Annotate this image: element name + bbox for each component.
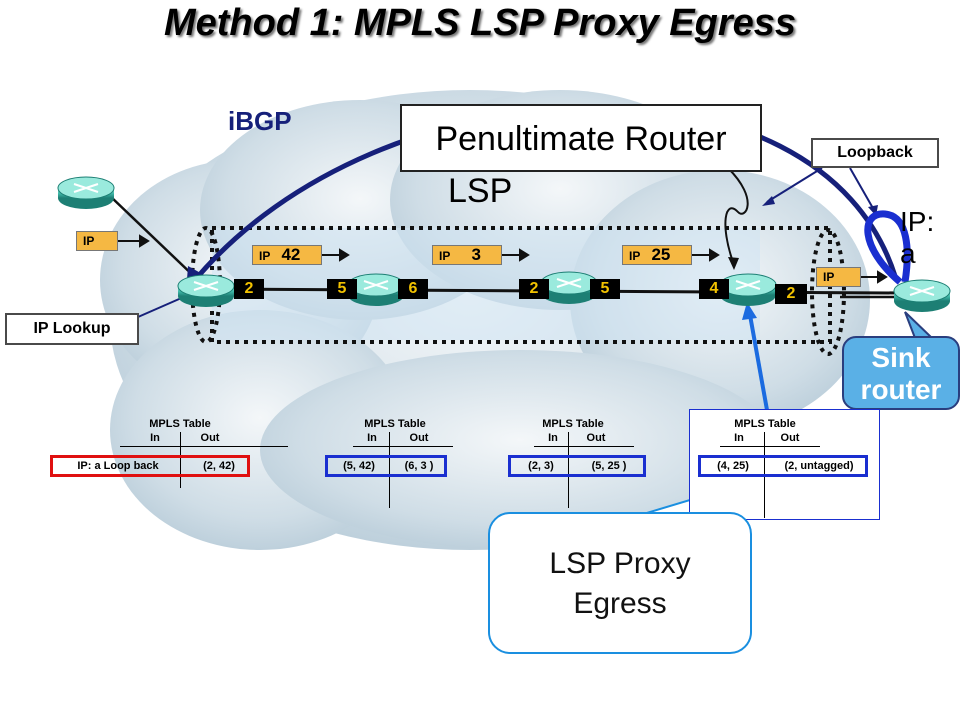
packet-label: IP [823,270,835,284]
mpls-table-title: MPLS Table [542,418,604,430]
packet-label-value: 25 [651,245,671,264]
ip-lookup-label: IP Lookup [5,313,139,345]
port-label: 2 [775,284,807,304]
col-header-in: In [150,432,160,444]
row-in: (4, 25) [717,460,749,472]
mpls-table-title: MPLS Table [149,418,211,430]
row-in: IP: a Loop back [77,460,159,472]
row-out: (6, 3 ) [404,460,434,472]
mpls-table-title: MPLS Table [364,418,426,430]
col-header-out: Out [409,432,429,444]
lsp-proxy-egress-callout: LSP Proxy Egress [488,512,752,654]
row-out: (2, untagged) [784,460,854,472]
table-row: (5, 42) (6, 3 ) [325,455,447,477]
port-label: 6 [398,279,428,299]
table-row: (2, 3) (5, 25 ) [508,455,646,477]
col-header-out: Out [586,432,606,444]
packet-label-value: 42 [281,245,301,264]
page-title: Method 1: MPLS LSP Proxy Egress [163,2,797,44]
packet-label: IP [83,234,95,248]
port-label: 5 [590,279,620,299]
row-out: (2, 42) [203,460,235,472]
port-label: 2 [519,279,549,299]
packet-label: IP [259,249,271,263]
penultimate-router-callout: Penultimate Router [400,104,762,172]
port-label: 2 [234,279,264,299]
packet-label-value: 3 [471,245,481,264]
row-in: (2, 3) [528,460,554,472]
packet-label: IP [629,249,641,263]
ibgp-label: iBGP [228,106,292,136]
ip-packet-25: IP 25 [622,245,692,265]
mpls-table: MPLS Table In Out (5, 42) (6, 3 ) [325,418,455,508]
sink-router-callout: Sink router [842,336,960,410]
mpls-table: MPLS Table In Out IP: a Loop back (2, 42… [50,418,290,488]
ip-packet-untagged: IP [816,267,861,287]
port-label: 5 [327,279,357,299]
row-in: (5, 42) [343,460,375,472]
table-row: (4, 25) (2, untagged) [698,455,868,477]
row-out: (5, 25 ) [591,460,627,472]
loopback-label: Loopback [811,138,939,168]
col-header-out: Out [200,432,220,444]
mpls-table: MPLS Table In Out (2, 3) (5, 25 ) [508,418,648,508]
ip-packet-3: IP 3 [432,245,502,265]
col-header-in: In [367,432,377,444]
ip-a-label: IP: a [900,206,935,269]
col-header-out: Out [780,432,800,444]
mpls-table-title: MPLS Table [734,418,796,430]
table-row: IP: a Loop back (2, 42) [50,455,250,477]
col-header-in: In [734,432,744,444]
port-label: 4 [699,279,729,299]
lsp-label: LSP [448,172,513,210]
ip-packet: IP [76,231,118,251]
mpls-table: MPLS Table In Out (4, 25) (2, untagged) [689,409,880,520]
packet-label: IP [439,249,451,263]
ip-packet-42: IP 42 [252,245,322,265]
col-header-in: In [548,432,558,444]
